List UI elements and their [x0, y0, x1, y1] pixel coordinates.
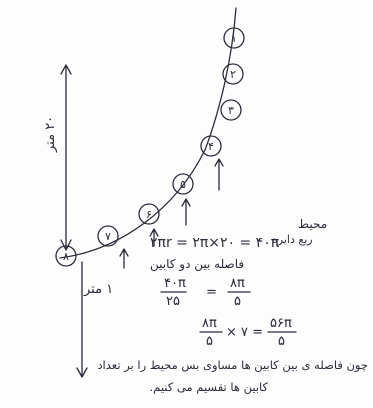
fraction-3-numerator: ۸π	[202, 316, 217, 331]
explanation-line-1: چون فاصله ی بین کابین ها مساوی بس محیط ر…	[97, 358, 368, 372]
force-arrows	[119, 158, 224, 269]
fraction-2-numerator: ۸π	[230, 276, 245, 291]
multiply-seven: × ۷ =	[226, 325, 264, 340]
cabin-number-6: ۶	[146, 208, 152, 221]
radius-arrow-bottom-icon	[60, 239, 72, 251]
fraction-1-numerator: ۴۰π	[164, 276, 186, 291]
cabin-circle-1	[223, 27, 245, 49]
fraction-4-denominator: ۵	[278, 334, 285, 349]
distance-between-cabins: فاصله بین دو کابین	[150, 257, 245, 271]
fraction-4-numerator: ۵۶π	[270, 316, 292, 331]
fraction-3-denominator: ۵	[206, 334, 213, 349]
cabin-number-3: ۳	[228, 104, 234, 117]
cabin-circle-5	[172, 173, 194, 195]
bottom-arrow-icon	[76, 367, 88, 378]
cabin-number-4: ۴	[208, 140, 214, 153]
cabin-circle-3	[220, 99, 242, 121]
cabin-circle-7	[97, 225, 119, 247]
radius-arrow-top-icon	[60, 64, 72, 75]
cabin-number-1: ۱	[231, 32, 237, 45]
explanation-line-2: کابین ها تقسیم می کنیم.	[149, 380, 268, 394]
bottom-dimension-label: ۱ متر	[84, 282, 114, 297]
cabin-circle-2	[222, 63, 244, 85]
cabin-circle-8	[55, 245, 77, 267]
fraction-1-denominator: ۲۵	[166, 294, 180, 309]
perimeter-word: محیط	[298, 217, 328, 231]
cabin-number-8: ۸	[63, 250, 69, 263]
equals-sign-1: =	[206, 285, 217, 300]
cabin-circle-6	[138, 203, 160, 225]
fraction-2-denominator: ۵	[234, 294, 241, 309]
cabin-circle-4	[200, 135, 222, 157]
cabin-circles: ۱ ۲ ۳ ۴ ۵ ۶ ۷ ۸	[55, 27, 245, 267]
radius-label: ۲۰ متر	[43, 115, 58, 152]
quarter-circle-arc	[59, 7, 237, 259]
cabin-number-5: ۵	[180, 178, 186, 191]
quarter-circle-word: ربع دایره	[272, 233, 313, 246]
cabin-number-7: ۷	[105, 230, 111, 243]
equation-perimeter: ۲πr = ۲π×۲۰ = ۴۰π	[150, 235, 280, 251]
cabin-number-2: ۲	[230, 68, 236, 81]
